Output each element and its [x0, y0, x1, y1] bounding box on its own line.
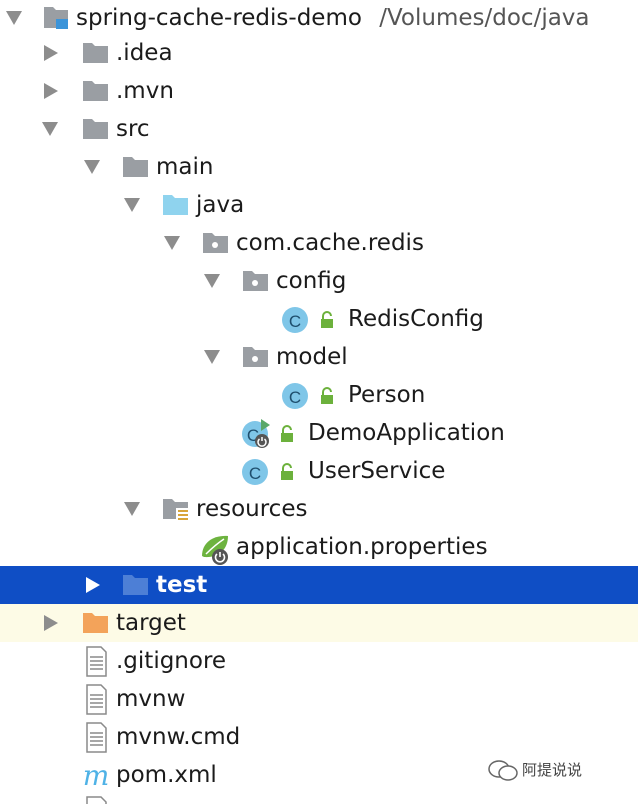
project-path: /Volumes/doc/java	[379, 5, 590, 31]
tree-label: src	[116, 116, 150, 142]
wechat-icon	[486, 758, 520, 782]
collapse-arrow[interactable]	[4, 0, 26, 37]
text-file-icon	[82, 718, 114, 756]
tree-row-main[interactable]: main	[0, 148, 638, 186]
tree-label: java	[196, 192, 245, 218]
tree-row-test[interactable]: test	[0, 566, 638, 604]
spring-leaf-icon	[198, 528, 230, 566]
text-file-icon	[82, 680, 114, 718]
tree-label: model	[276, 344, 348, 370]
tree-row-src[interactable]: src	[0, 110, 638, 148]
svg-text:m: m	[83, 759, 110, 792]
tree-row-resources[interactable]: resources	[0, 490, 638, 528]
collapse-arrow[interactable]	[202, 338, 224, 376]
package-icon	[200, 224, 232, 262]
watermark: 阿提说说	[478, 758, 618, 782]
expand-arrow[interactable]	[40, 604, 62, 642]
tree-row-redis-config[interactable]: C RedisConfig	[0, 300, 638, 338]
lock-icon	[278, 414, 296, 452]
tree-label: DemoApplication	[308, 420, 505, 446]
tree-label: main	[156, 154, 214, 180]
tree-label: .gitignore	[116, 648, 227, 674]
class-icon: C	[280, 376, 312, 414]
folder-icon	[120, 566, 152, 604]
lock-icon	[318, 376, 336, 414]
tree-row-partial	[0, 794, 638, 804]
spring-boot-class-icon: C	[240, 414, 272, 452]
tree-row-gitignore[interactable]: .gitignore	[0, 642, 638, 680]
maven-icon: m	[80, 756, 112, 794]
tree-label: com.cache.redis	[236, 230, 424, 256]
tree-row-target[interactable]: target	[0, 604, 638, 642]
expand-arrow[interactable]	[82, 566, 104, 604]
project-name: spring-cache-redis-demo	[76, 5, 362, 31]
collapse-arrow[interactable]	[122, 490, 144, 528]
collapse-arrow[interactable]	[40, 110, 62, 148]
package-icon	[240, 338, 272, 376]
folder-icon	[120, 148, 152, 186]
class-icon: C	[280, 300, 312, 338]
tree-row-model[interactable]: model	[0, 338, 638, 376]
tree-label: RedisConfig	[348, 306, 484, 332]
tree-row-project[interactable]: spring-cache-redis-demo /Volumes/doc/jav…	[0, 0, 638, 37]
svg-text:C: C	[289, 312, 301, 331]
tree-row-mvn[interactable]: .mvn	[0, 72, 638, 110]
tree-label: config	[276, 268, 347, 294]
collapse-arrow[interactable]	[202, 262, 224, 300]
resources-folder-icon	[160, 490, 192, 528]
class-icon: C	[240, 452, 272, 490]
tree-label: resources	[196, 496, 308, 522]
tree-row-user-service[interactable]: C UserService	[0, 452, 638, 490]
collapse-arrow[interactable]	[122, 186, 144, 224]
tree-row-java[interactable]: java	[0, 186, 638, 224]
tree-label: mvnw	[116, 686, 186, 712]
collapse-arrow[interactable]	[162, 224, 184, 262]
tree-row-demo-application[interactable]: C DemoApplication	[0, 414, 638, 452]
tree-row-application-properties[interactable]: application.properties	[0, 528, 638, 566]
module-folder-icon	[40, 0, 72, 37]
tree-label: test	[156, 572, 208, 598]
lock-icon	[318, 300, 336, 338]
tree-row-config[interactable]: config	[0, 262, 638, 300]
tree-label: .mvn	[116, 78, 174, 104]
text-file-icon	[82, 642, 114, 680]
tree-label: Person	[348, 382, 426, 408]
tree-label: .idea	[116, 40, 173, 66]
project-name-wrap: spring-cache-redis-demo /Volumes/doc/jav…	[76, 0, 590, 37]
tree-label: target	[116, 610, 186, 636]
lock-icon	[278, 452, 296, 490]
excluded-folder-icon	[80, 604, 112, 642]
expand-arrow[interactable]	[40, 72, 62, 110]
source-folder-icon	[160, 186, 192, 224]
folder-icon	[80, 34, 112, 72]
svg-text:C: C	[289, 388, 301, 407]
tree-row-pom-xml[interactable]: m pom.xml	[0, 756, 638, 794]
folder-icon	[80, 72, 112, 110]
text-file-icon	[82, 794, 114, 804]
watermark-text: 阿提说说	[522, 761, 583, 779]
tree-label: UserService	[308, 458, 446, 484]
tree-label: pom.xml	[116, 762, 217, 788]
tree-row-mvnw[interactable]: mvnw	[0, 680, 638, 718]
svg-text:C: C	[249, 464, 261, 483]
tree-label: mvnw.cmd	[116, 724, 241, 750]
tree-row-mvnw-cmd[interactable]: mvnw.cmd	[0, 718, 638, 756]
tree-row-person[interactable]: C Person	[0, 376, 638, 414]
tree-label: application.properties	[236, 534, 488, 560]
tree-row-package[interactable]: com.cache.redis	[0, 224, 638, 262]
package-icon	[240, 262, 272, 300]
expand-arrow[interactable]	[40, 34, 62, 72]
collapse-arrow[interactable]	[82, 148, 104, 186]
tree-row-idea[interactable]: .idea	[0, 34, 638, 72]
folder-icon	[80, 110, 112, 148]
